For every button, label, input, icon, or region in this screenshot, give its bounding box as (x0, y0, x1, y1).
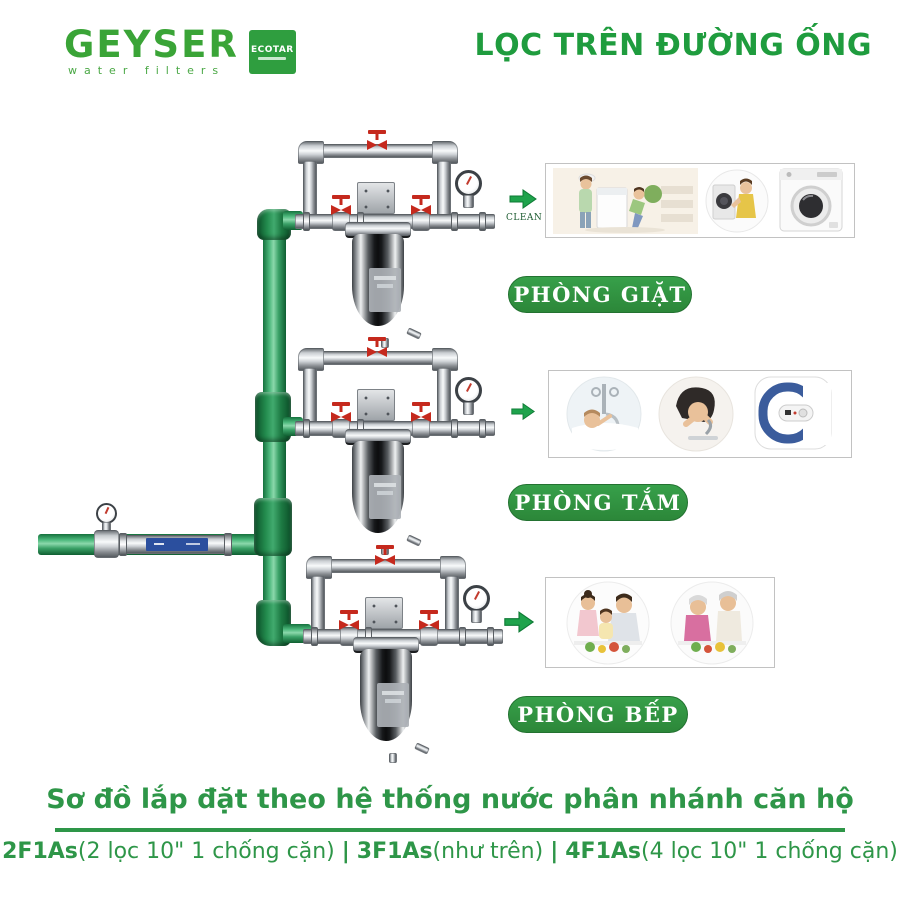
pipe-coupling (303, 212, 310, 231)
brand-name: GEYSER (64, 23, 239, 66)
bypass-riser-right (437, 368, 451, 424)
flow-arrow-bath (506, 402, 540, 425)
photo-family-cooking (566, 581, 650, 664)
option-desc: (như trên) (432, 839, 544, 864)
filter-housing (345, 222, 422, 348)
ecotar-badge: ECOTAR (248, 30, 296, 74)
bypass-riser-right (445, 576, 459, 632)
photo-elderly-couple-cooking (670, 581, 754, 664)
arrow-right-icon (509, 189, 537, 209)
option-desc: (2 lọc 10" 1 chống cặn) (77, 839, 335, 864)
filter-housing (353, 637, 430, 763)
housing-body (360, 649, 412, 763)
bypass-valve-icon (375, 545, 395, 565)
bypass-riser-left (311, 576, 325, 632)
option-desc: (4 lọc 10" 1 chống cặn) (641, 839, 898, 864)
footer-options: 2F1As(2 lọc 10" 1 chống cặn)|3F1As(như t… (0, 839, 900, 864)
pipe-coupling (479, 419, 486, 438)
room-photo-strip-laundry (545, 163, 855, 238)
inlet-valve-icon (339, 610, 359, 630)
photo-woman-washing-face (658, 376, 734, 452)
photo-family-laundry (552, 167, 698, 234)
ecotar-badge-label: ECOTAR (250, 44, 294, 55)
mounting-bracket (365, 597, 403, 629)
option-model: 3F1As (356, 839, 433, 864)
pressure-gauge-icon (463, 585, 490, 612)
inline-filter-label (146, 538, 208, 551)
filter-housing (345, 429, 422, 555)
bypass-riser-left (303, 368, 317, 424)
housing-body (352, 234, 404, 348)
pipe-coupling (459, 627, 466, 646)
flow-arrow-kitchen (502, 610, 536, 638)
page-title: LỌC TRÊN ĐƯỜNG ỐNG (474, 28, 872, 63)
bypass-riser-left (303, 161, 317, 217)
room-photo-strip-bath (548, 370, 852, 458)
inline-pressure-gauge-icon (96, 503, 117, 524)
pipe-coupling (451, 212, 458, 231)
photo-water-heater (754, 376, 831, 450)
supply-tee (254, 498, 292, 556)
filter-assembly-bath (295, 335, 495, 555)
photo-woman-with-washer (705, 169, 768, 232)
footer-heading: Sơ đồ lắp đặt theo hệ thống nước phân nh… (46, 784, 854, 815)
option-model: 2F1As (2, 839, 78, 864)
photo-child-in-bath (566, 376, 641, 452)
option-separator: | (341, 839, 350, 864)
housing-label (377, 683, 409, 727)
valve-body (420, 627, 438, 646)
mounting-bracket (357, 389, 395, 421)
room-label-kitchen: PHÒNG BẾP (508, 696, 688, 733)
flow-arrow-laundry: CLEAN (506, 188, 543, 223)
brand-logo-text: GEYSER water filters (64, 23, 239, 78)
pipe-coupling (311, 627, 318, 646)
housing-body (352, 441, 404, 555)
valve-body (412, 419, 430, 438)
pressure-gauge-icon (455, 377, 482, 404)
outlet-valve-icon (411, 402, 431, 422)
option-2f1as: 2F1As(2 lọc 10" 1 chống cặn) (2, 839, 335, 864)
pipe-coupling (224, 533, 232, 556)
ecotar-badge-subline (258, 56, 287, 60)
arrow-right-icon (504, 611, 535, 633)
brand-logo: GEYSER water filters ECOTAR (64, 26, 296, 77)
inlet-valve-icon (331, 402, 351, 422)
footer-divider (55, 828, 845, 832)
valve-body (412, 212, 430, 231)
bypass-valve-icon (367, 337, 387, 357)
housing-vent (414, 742, 430, 755)
filter-assembly-laundry (295, 128, 495, 348)
gauge-stem (463, 195, 474, 208)
pipe-coupling (303, 419, 310, 438)
pipe-coupling (479, 212, 486, 231)
room-photo-strip-kitchen (545, 577, 775, 668)
option-separator: | (550, 839, 559, 864)
bypass-valve-icon (367, 130, 387, 150)
outlet-valve-icon (419, 610, 439, 630)
housing-label (369, 268, 401, 312)
brand-tagline: water filters (68, 64, 226, 77)
housing-label (369, 475, 401, 519)
mounting-bracket (357, 182, 395, 214)
photo-washing-machine (779, 168, 843, 231)
pipe-coupling (119, 533, 127, 556)
room-label-bath: PHÒNG TẮM (508, 484, 688, 521)
bypass-riser-right (437, 161, 451, 217)
inlet-valve-icon (331, 195, 351, 215)
clean-caption: CLEAN (506, 213, 543, 223)
arrow-right-icon (511, 402, 535, 421)
gauge-stem (463, 402, 474, 415)
pressure-gauge-icon (455, 170, 482, 197)
room-label-laundry: PHÒNG GIẶT (508, 276, 692, 313)
option-model: 4F1As (565, 839, 642, 864)
gauge-stem (471, 610, 482, 623)
pipe-coupling (451, 419, 458, 438)
outlet-valve-icon (411, 195, 431, 215)
housing-drain-plug (389, 753, 397, 763)
inline-filter-tee (94, 530, 119, 558)
pipe-coupling (487, 627, 494, 646)
filter-assembly-kitchen (303, 543, 503, 763)
option-4f1as: 4F1As(4 lọc 10" 1 chống cặn) (565, 839, 898, 864)
option-3f1as: 3F1As(như trên) (357, 839, 543, 864)
